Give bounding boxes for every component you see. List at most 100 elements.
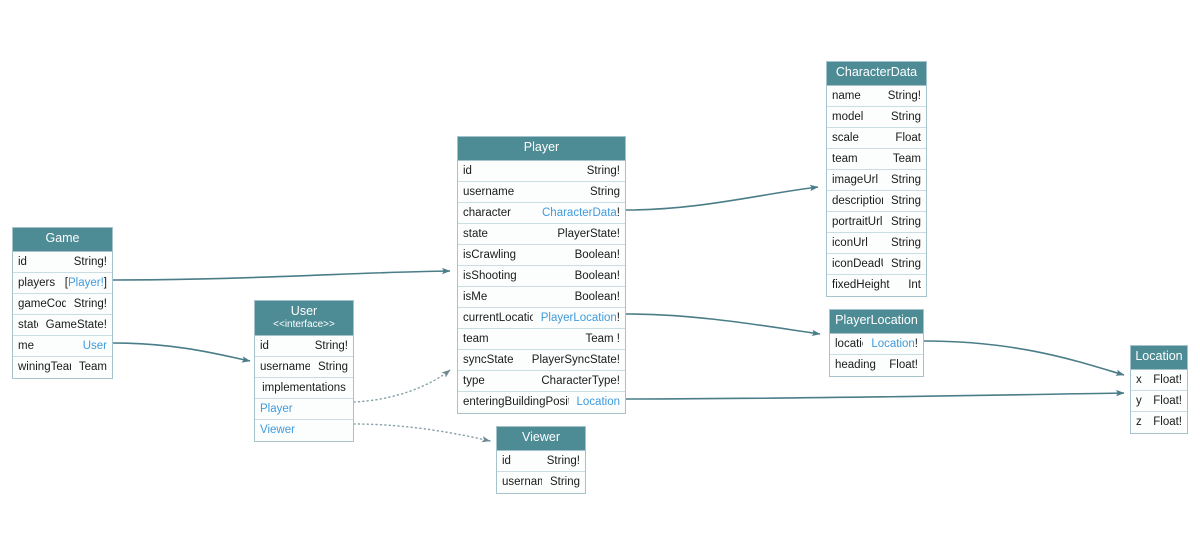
field-type: GameState! xyxy=(45,318,107,331)
field-type: PlayerLocation! xyxy=(541,312,620,324)
table-row: isCrawling Boolean! xyxy=(458,244,625,266)
entity-user[interactable]: User <<interface>> id String! username S… xyxy=(254,300,354,442)
table-row: description String xyxy=(827,190,926,212)
table-row: gameCode String! xyxy=(13,293,112,315)
table-row: id String! xyxy=(255,335,353,357)
field-type: String xyxy=(890,173,921,186)
field-name: scale xyxy=(832,131,859,144)
table-row: id String! xyxy=(13,251,112,273)
table-row: currentLocation PlayerLocation! xyxy=(458,307,625,329)
field-name: syncState xyxy=(463,353,514,366)
table-row: y Float! xyxy=(1131,390,1187,412)
field-type: Boolean! xyxy=(574,269,620,282)
field-type: Boolean! xyxy=(574,248,620,261)
table-row: me User xyxy=(13,335,112,357)
entity-player[interactable]: Player id String! username String charac… xyxy=(457,136,626,414)
field-name: fixedHeight xyxy=(832,279,890,292)
field-type: String! xyxy=(586,164,620,177)
field-type: CharacterData! xyxy=(542,207,620,219)
edge-user-implements-viewer xyxy=(353,423,491,443)
field-name: heading xyxy=(835,359,876,372)
table-row: z Float! xyxy=(1131,411,1187,433)
field-name: team xyxy=(832,152,858,165)
table-row: team Team xyxy=(827,148,926,170)
field-type: String xyxy=(890,194,921,207)
implementation-name: Player xyxy=(260,402,293,415)
entity-game-title: Game xyxy=(13,228,112,252)
field-type: String xyxy=(890,257,921,270)
field-type: Float! xyxy=(889,359,918,372)
field-name: character xyxy=(463,206,511,219)
table-row: iconUrl String xyxy=(827,232,926,254)
field-type: Team xyxy=(78,361,107,374)
table-row: username String xyxy=(458,181,625,203)
entity-character-data[interactable]: CharacterData name String! model String … xyxy=(826,61,927,297)
table-row: id String! xyxy=(458,160,625,182)
field-name: me xyxy=(18,339,34,352)
implementation-player[interactable]: Player xyxy=(255,398,353,420)
field-name: currentLocation xyxy=(463,311,533,324)
table-row: syncState PlayerSyncState! xyxy=(458,349,625,371)
entity-location[interactable]: Location x Float! y Float! z Float! xyxy=(1130,345,1188,434)
entity-viewer[interactable]: Viewer id String! username String xyxy=(496,426,586,494)
field-name: portraitUrl xyxy=(832,215,883,228)
implementation-viewer[interactable]: Viewer xyxy=(255,419,353,441)
field-type: String! xyxy=(546,454,580,467)
field-type: Float! xyxy=(1153,373,1182,386)
field-type: PlayerSyncState! xyxy=(531,353,620,366)
field-type: Float! xyxy=(1153,416,1182,429)
field-name: gameCode xyxy=(18,297,66,310)
field-type: String xyxy=(549,476,580,489)
edge-player-enteringbuildingposition-to-location xyxy=(625,389,1125,400)
field-type: User xyxy=(82,339,107,352)
field-type-ref: CharacterData xyxy=(542,206,617,219)
field-type: Float xyxy=(895,131,921,144)
field-type: String! xyxy=(73,297,107,310)
field-name: id xyxy=(260,339,269,352)
field-name: username xyxy=(463,185,515,198)
table-row: id String! xyxy=(497,450,585,472)
edge-user-implements-player xyxy=(353,369,451,403)
entity-player-location[interactable]: PlayerLocation location Location! headin… xyxy=(829,309,924,377)
table-row: state GameState! xyxy=(13,314,112,336)
table-row: iconDeadUrl String xyxy=(827,253,926,275)
field-name: model xyxy=(832,110,864,123)
entity-game[interactable]: Game id String! players [Player!] gameCo… xyxy=(12,227,113,379)
field-type: String! xyxy=(314,339,348,352)
entity-player-title: Player xyxy=(458,137,625,161)
field-name: z xyxy=(1136,416,1142,429)
field-name: isMe xyxy=(463,290,488,303)
entity-user-name: User xyxy=(290,304,318,318)
field-type-ref: Location xyxy=(871,337,915,350)
field-type-ref: PlayerLocation xyxy=(540,311,617,324)
table-row: state PlayerState! xyxy=(458,223,625,245)
field-type: String xyxy=(890,215,921,228)
entity-location-title: Location xyxy=(1131,346,1187,370)
table-row: enteringBuildingPosition Location xyxy=(458,391,625,413)
field-type: Float! xyxy=(1153,394,1182,407)
field-name: isShooting xyxy=(463,269,517,282)
edge-playerlocation-location-to-location xyxy=(923,340,1125,376)
table-row: isMe Boolean! xyxy=(458,286,625,308)
field-type: Int xyxy=(908,279,921,292)
table-row: heading Float! xyxy=(830,354,923,376)
table-row: winingTeam Team xyxy=(13,356,112,378)
field-type: CharacterType! xyxy=(541,374,620,387)
table-row: portraitUrl String xyxy=(827,211,926,233)
edge-player-currentlocation-to-playerlocation xyxy=(625,313,821,337)
table-row: location Location! xyxy=(830,333,923,355)
entity-player-location-title: PlayerLocation xyxy=(830,310,923,334)
field-name: isCrawling xyxy=(463,248,517,261)
field-type: String xyxy=(890,110,921,123)
field-type-bang: ! xyxy=(914,337,918,350)
field-name: iconDeadUrl xyxy=(832,257,883,270)
entity-user-title: User <<interface>> xyxy=(255,301,353,336)
table-row: character CharacterData! xyxy=(458,202,625,224)
table-row: fixedHeight Int xyxy=(827,274,926,296)
edge-game-me-to-user xyxy=(112,342,251,363)
field-name: enteringBuildingPosition xyxy=(463,396,569,409)
table-row: players [Player!] xyxy=(13,272,112,294)
field-type-bang: ! xyxy=(616,206,620,219)
field-type-bang: ! xyxy=(616,311,620,324)
